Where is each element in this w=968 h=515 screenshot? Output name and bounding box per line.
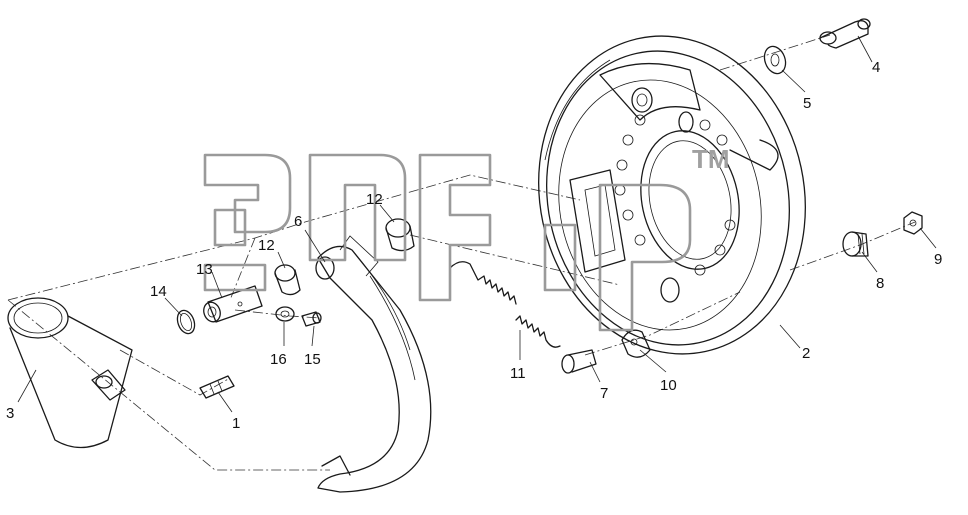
- bushing-upper: [385, 218, 415, 252]
- label-5: 5: [803, 95, 811, 112]
- label-14: 14: [150, 283, 167, 300]
- snap-ring: [176, 309, 196, 335]
- cam-plate: [621, 329, 651, 358]
- label-9: 9: [934, 251, 942, 268]
- leader-lines: [17, 35, 937, 413]
- label-1: 1: [232, 415, 240, 432]
- watermark-logo: TM: [203, 144, 730, 332]
- label-16: 16: [270, 351, 287, 368]
- flat-washer: [763, 45, 787, 75]
- brake-shoe: [315, 235, 432, 493]
- small-bolt: [301, 311, 322, 327]
- label-13: 13: [196, 261, 213, 278]
- sleeve-bushing: [819, 18, 871, 49]
- label-11: 11: [510, 365, 526, 382]
- return-spring-upper: [449, 261, 517, 305]
- part-labels: 1 2 3 4 5 6 7 8 9 10 11 12 12 13 14 15 1…: [6, 59, 942, 432]
- label-12-lower: 12: [258, 237, 275, 254]
- wheel-cylinder: [7, 297, 133, 449]
- hex-nut: [903, 211, 923, 235]
- label-15: 15: [304, 351, 321, 368]
- hold-down-pin: [561, 349, 597, 374]
- return-spring-lower: [515, 315, 561, 348]
- label-8: 8: [876, 275, 884, 292]
- trademark-mark: TM: [692, 144, 730, 174]
- bleeder-screw: [199, 375, 235, 399]
- label-3: 3: [6, 405, 14, 422]
- bushing-lower: [274, 264, 301, 296]
- label-7: 7: [600, 385, 608, 402]
- adjuster-nut: [842, 231, 869, 257]
- label-4: 4: [872, 59, 880, 76]
- label-6: 6: [294, 213, 302, 230]
- adjuster-pin: [203, 285, 263, 323]
- backing-plate: [538, 35, 806, 355]
- label-10: 10: [660, 377, 677, 394]
- label-2: 2: [802, 345, 810, 362]
- label-12-upper: 12: [366, 191, 383, 208]
- small-washer: [275, 306, 295, 322]
- assembly-axis-lines: [7, 34, 916, 471]
